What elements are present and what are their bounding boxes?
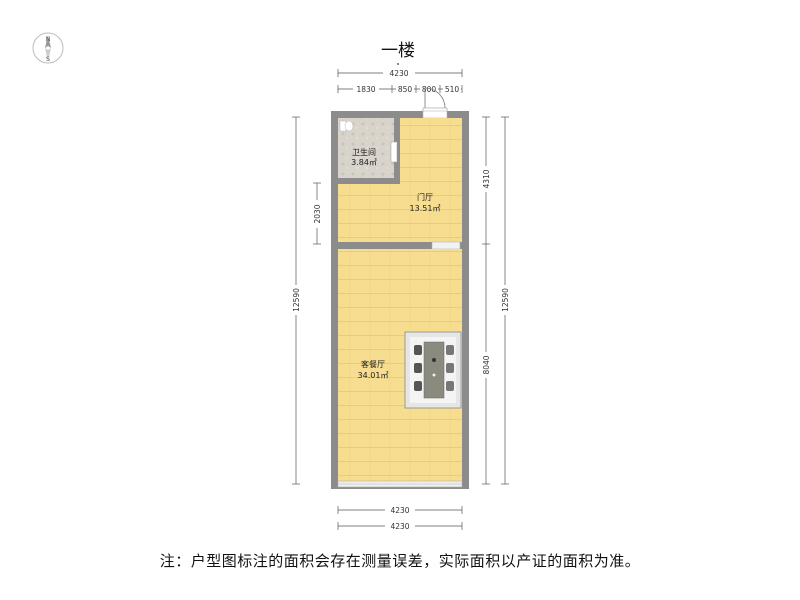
bathroom-area: 3.84㎡ — [351, 158, 377, 167]
foyer-area: 13.51㎡ — [410, 204, 441, 213]
dim-bottom-1: 4230 — [390, 506, 409, 515]
dim-top-seg1: 1830 — [356, 85, 375, 94]
dim-bottom-2: 4230 — [390, 522, 409, 531]
dim-top-seg4: 510 — [445, 85, 460, 94]
dim-top-seg3: 800 — [422, 85, 437, 94]
compass-north: N — [46, 35, 51, 43]
dim-right-lower: 8040 — [482, 355, 491, 374]
bathroom-door — [390, 141, 398, 163]
dining-table-icon — [404, 331, 462, 409]
compass-needle-icon — [45, 35, 51, 48]
compass: N S — [32, 32, 64, 64]
dim-left-total: 12590 — [292, 288, 301, 312]
living-door-opening — [431, 241, 461, 250]
living-area: 34.01㎡ — [358, 371, 389, 380]
dim-top-seg2: 850 — [398, 85, 413, 94]
dim-right-total: 12590 — [501, 288, 510, 312]
compass-south: S — [46, 55, 50, 63]
dim-right-upper: 4310 — [482, 169, 491, 188]
living-name: 客餐厅 — [361, 359, 385, 369]
foyer-name: 门厅 — [417, 192, 433, 202]
floor-title: 一楼 — [381, 41, 415, 61]
dim-left-upper: 2030 — [313, 204, 322, 223]
bathroom-name: 卫生间 — [352, 147, 376, 157]
toilet-icon — [339, 120, 354, 132]
compass-ring — [32, 32, 64, 64]
dim-top-total: 4230 — [389, 69, 408, 78]
partition-wall — [338, 242, 462, 249]
disclaimer-note: 注：户型图标注的面积会存在测量误差，实际面积以产证的面积为准。 — [159, 552, 641, 570]
